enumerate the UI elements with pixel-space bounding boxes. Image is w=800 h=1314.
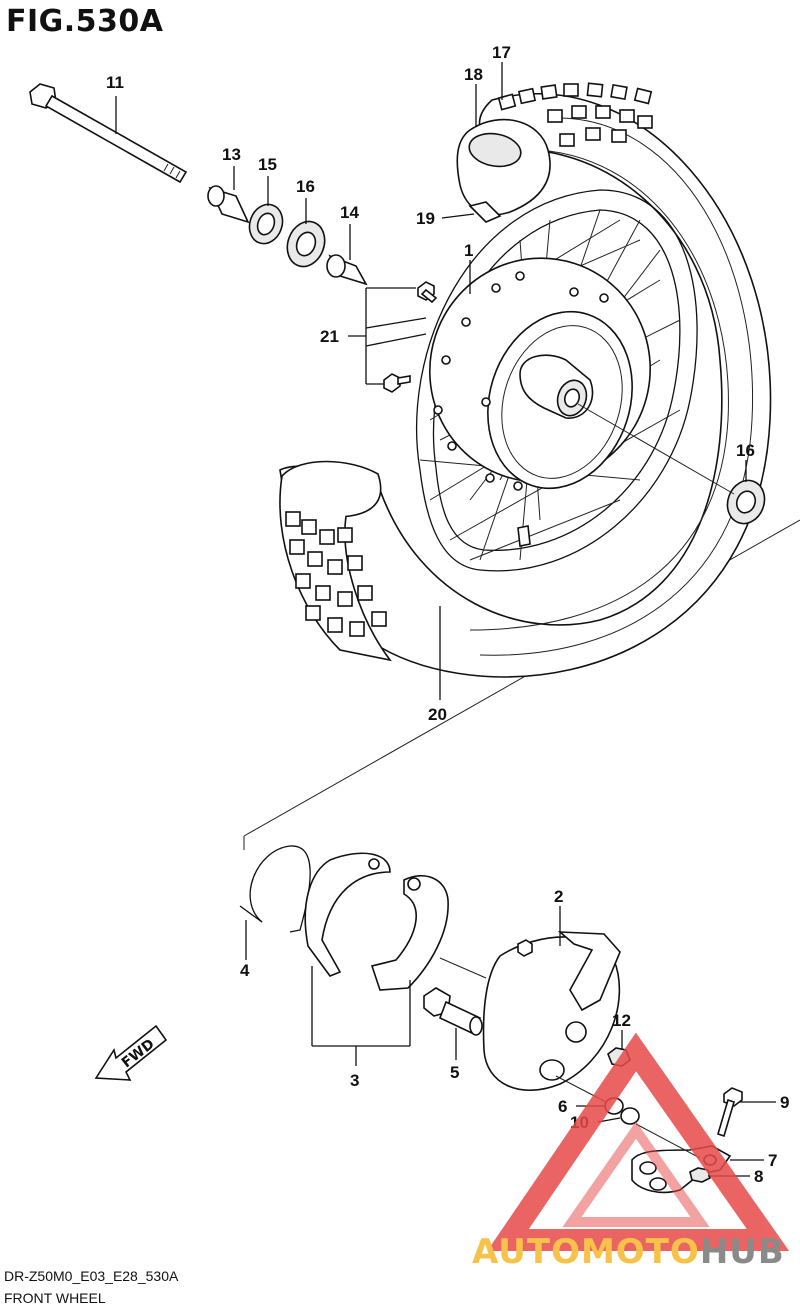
tire-tread-bottom <box>285 511 387 637</box>
figure-name: FRONT WHEEL <box>4 1290 106 1306</box>
front-axle <box>29 83 188 184</box>
watermark-triangle <box>487 1032 790 1251</box>
callout-16-upper: 16 <box>296 177 315 196</box>
callout-16-lower: 16 <box>736 441 755 460</box>
brake-cam <box>423 987 483 1036</box>
callout-11: 11 <box>106 73 124 92</box>
callout-21: 21 <box>320 327 339 346</box>
brake-shoe-spring <box>239 845 311 933</box>
model-code: DR-Z50M0_E03_E28_530A <box>4 1268 179 1284</box>
valve-stem <box>517 525 531 547</box>
callout-14: 14 <box>340 203 359 222</box>
screw-21-upper <box>417 281 438 304</box>
spacer-13 <box>207 185 250 224</box>
wheel-bearing-lower <box>726 479 766 525</box>
callout-2: 2 <box>554 887 563 906</box>
callout-13: 13 <box>222 145 241 164</box>
brake-shoe-left <box>304 852 391 977</box>
callout-12: 12 <box>612 1011 631 1030</box>
figure-title: FIG.530A <box>6 4 164 39</box>
callout-4: 4 <box>240 961 250 980</box>
callout-15: 15 <box>258 155 277 174</box>
rim-band <box>468 201 502 223</box>
washer-10 <box>620 1107 640 1125</box>
oil-seal-15 <box>248 203 284 245</box>
callout-9: 9 <box>780 1093 789 1112</box>
spacer-14 <box>326 254 368 286</box>
tire-tread-top <box>497 82 653 147</box>
watermark-text-b: HUB <box>699 1232 785 1272</box>
wheel-bearing-upper <box>286 220 326 268</box>
inner-tube-section <box>456 118 551 216</box>
callout-7: 7 <box>768 1151 777 1170</box>
fwd-direction-marker: FWD <box>94 1024 168 1081</box>
callout-17: 17 <box>492 43 511 62</box>
screw-21-lower <box>383 373 411 393</box>
callout-3: 3 <box>350 1071 359 1090</box>
brake-panel <box>482 931 621 1092</box>
callout-1: 1 <box>464 241 473 260</box>
callout-5: 5 <box>450 1063 459 1082</box>
callout-20: 20 <box>428 705 447 724</box>
arrow-icon <box>94 1024 168 1081</box>
watermark-logo: AUTOMOTOHUB <box>472 1232 785 1272</box>
hub-spoke-holes <box>433 271 609 491</box>
callout-8: 8 <box>754 1167 763 1186</box>
watermark-text-a: AUTOMOTO <box>472 1232 700 1272</box>
front-tire <box>279 82 772 678</box>
bolt-9 <box>717 1087 743 1138</box>
callout-18: 18 <box>464 65 483 84</box>
leader-lines <box>115 62 776 1177</box>
callout-6: 6 <box>558 1097 567 1116</box>
wheel-rim-assembly <box>416 189 698 572</box>
callout-19: 19 <box>416 209 435 228</box>
brake-shoe-right <box>370 875 449 991</box>
nut-8 <box>689 1167 711 1183</box>
